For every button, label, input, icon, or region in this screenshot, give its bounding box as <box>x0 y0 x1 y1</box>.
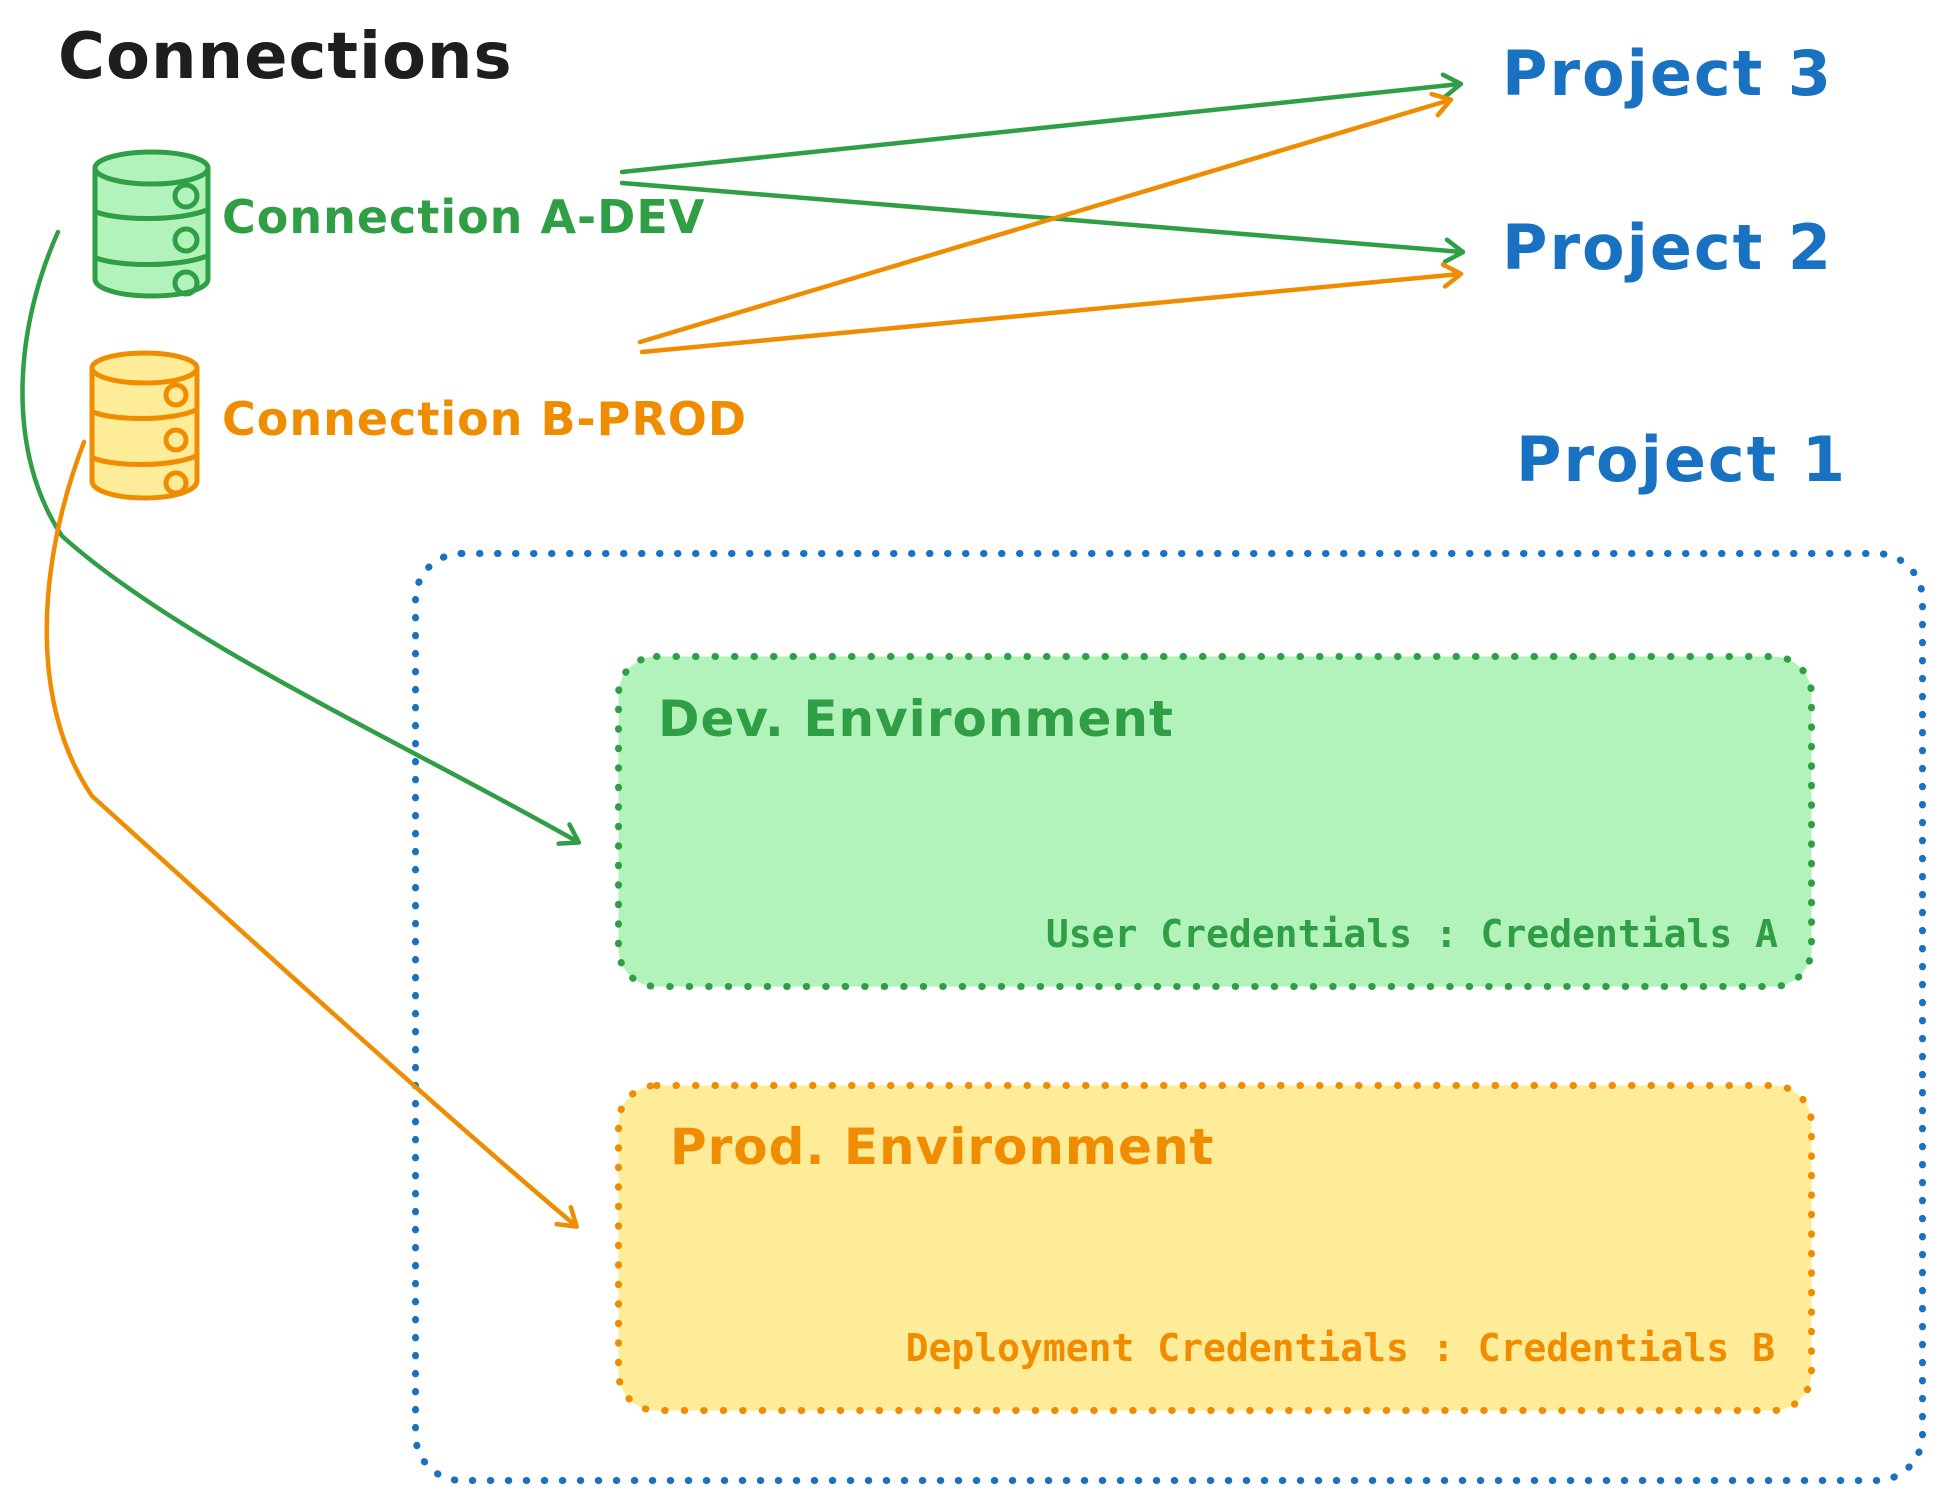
project-3-label: Project 3 <box>1502 37 1834 110</box>
arrow-b-prod-to-project2 <box>639 262 1464 355</box>
project-2-label: Project 2 <box>1502 211 1834 284</box>
prod-environment-label: Prod. Environment <box>670 1118 1215 1176</box>
dev-environment-box <box>615 653 1815 990</box>
arrow-a-dev-to-project2 <box>619 180 1466 264</box>
diagram-title: Connections <box>58 20 513 94</box>
database-cylinder-icon-prod <box>89 350 200 501</box>
project-1-label: Project 1 <box>1516 423 1848 496</box>
arrow-a-dev-to-project3 <box>619 72 1464 175</box>
arrow-a-dev-to-dev-environment <box>20 229 582 846</box>
prod-environment-credentials: Deployment Credentials : Credentials B <box>905 1326 1775 1370</box>
prod-environment-box <box>615 1082 1815 1414</box>
database-cylinder-icon-dev <box>92 149 211 299</box>
project1-container-box <box>412 550 1926 1484</box>
arrow-b-prod-to-prod-environment <box>44 439 580 1229</box>
dev-environment-credentials: User Credentials : Credentials A <box>1045 912 1778 956</box>
arrow-b-prod-to-project3 <box>637 91 1454 345</box>
dev-environment-label: Dev. Environment <box>658 690 1174 748</box>
connection-b-prod-label: Connection B-PROD <box>222 392 748 446</box>
connection-a-dev-label: Connection A-DEV <box>222 190 706 244</box>
